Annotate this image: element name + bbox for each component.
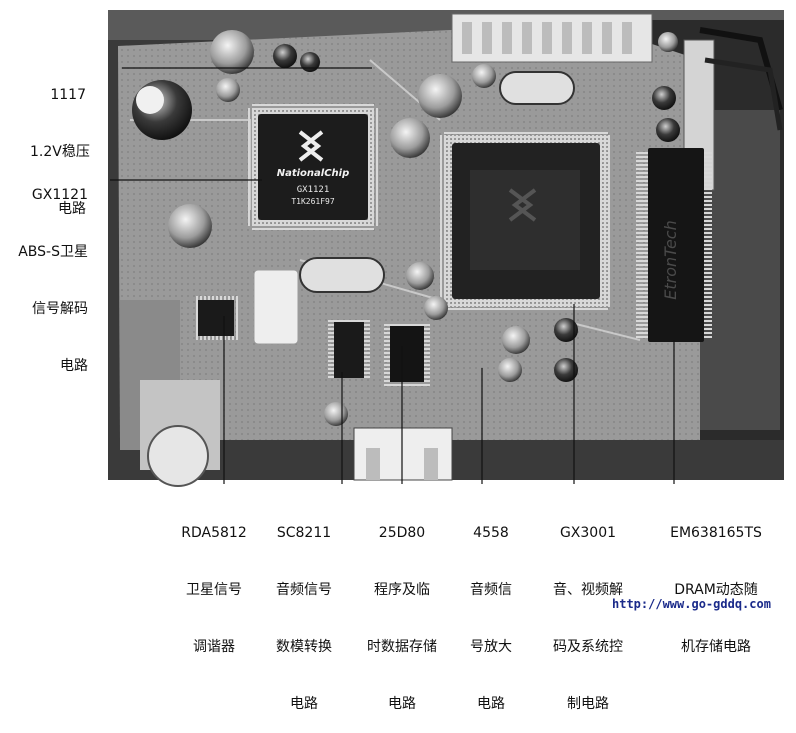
svg-text:EtronTech: EtronTech [661,220,680,299]
label-line: 数模转换 [276,639,332,655]
gx3001-chip [440,131,612,311]
label-line: RDA5812 [181,525,247,541]
label-line: 25D80 [378,525,426,541]
label-line: 音、视频解 [553,582,623,598]
label-rda5812: RDA5812 卫星信号 调谐器 [174,486,254,676]
label-line: 码及系统控 [553,639,623,655]
label-line: ABS-S卫星 [18,244,88,260]
top-connector [451,13,653,63]
label-line: 电路 [60,358,88,374]
tuner-body [140,380,220,487]
label-line: 音频信 [470,582,512,598]
label-line: 电路 [477,696,505,712]
label-line: 程序及临 [374,582,430,598]
dram-chip: EtronTech [636,148,712,342]
label-line: GX3001 [559,525,617,541]
label-line: GX1121 [31,187,88,203]
label-ldo-1117: 1117 1.2V稳压 电路 [30,48,90,238]
label-line: 制电路 [567,696,609,712]
source-url[interactable]: http://www.go-gddq.com [612,597,771,611]
chip-code-text: T1K261F97 [291,197,335,206]
bottom-connector [353,427,453,481]
label-line: 1.2V稳压 [30,144,90,160]
label-line: 4558 [473,525,509,541]
chip-brand-text: NationalChip [277,168,350,179]
label-line: 电路 [388,696,416,712]
shield-pad [253,269,299,345]
gx1121-chip: NationalChip GX1121 T1K261F97 [248,104,378,230]
label-line: EM638165TS [670,525,762,541]
label-line: 电路 [290,696,318,712]
label-line: 机存储电路 [681,639,751,655]
label-4558: 4558 音频信 号放大 电路 [456,486,526,733]
label-line: 时数据存储 [367,639,437,655]
label-line: SC8211 [276,525,332,541]
label-line: 音频信号 [276,582,332,598]
rda5812-chip [194,296,238,340]
label-line: DRAM动态随 [674,582,758,598]
25d80-chip [384,322,430,386]
label-gx1121: GX1121 ABS-S卫星 信号解码 电路 [2,148,88,395]
pcb-photo-diagram: NationalChip GX1121 T1K261F97 EtronTech [108,10,784,487]
label-line: 电路 [58,201,86,217]
crystals [299,71,575,293]
label-line: 号放大 [470,639,512,655]
label-line: 1117 [50,87,86,103]
label-line: 卫星信号 [186,582,242,598]
sc8211-chip [328,320,370,380]
label-sc8211: SC8211 音频信号 数模转换 电路 [262,486,346,733]
leader-lines [110,67,675,484]
chip-model-text: GX1121 [297,185,330,195]
label-em638165ts: EM638165TS DRAM动态随 机存储电路 [650,486,782,676]
label-line: 信号解码 [32,301,88,317]
label-line: 调谐器 [193,639,235,655]
label-25d80: 25D80 程序及临 时数据存储 电路 [352,486,452,733]
